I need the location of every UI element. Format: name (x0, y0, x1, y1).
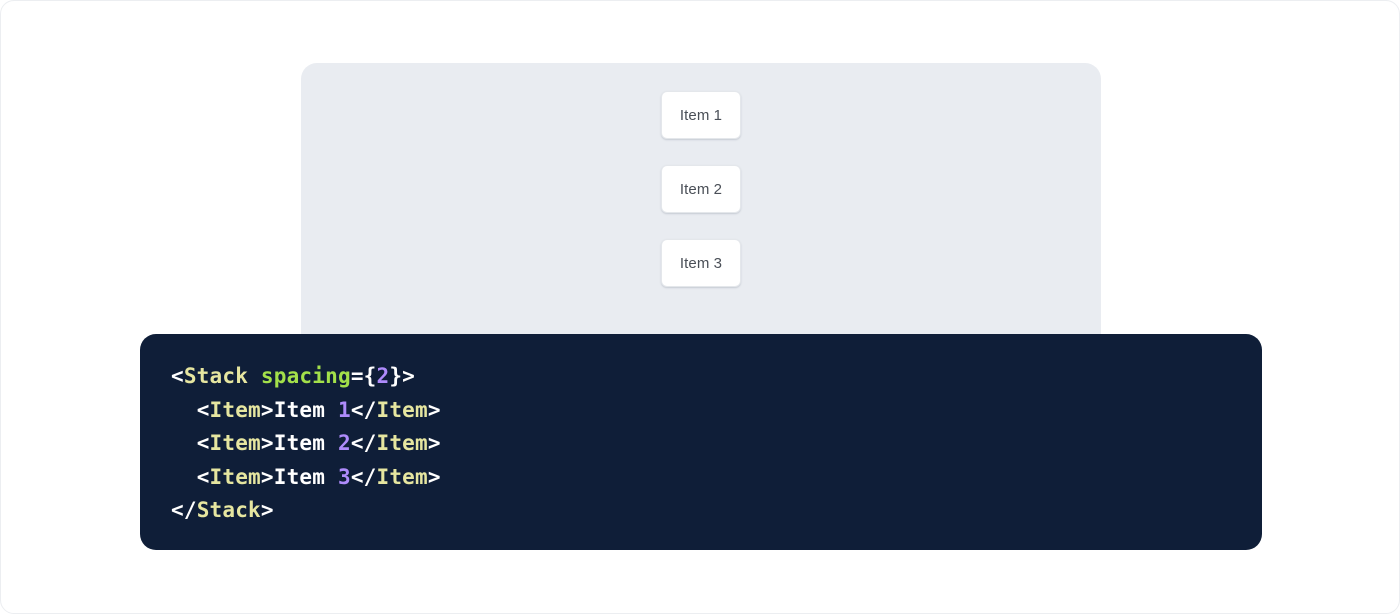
code-token-punct: > (427, 464, 441, 489)
code-token-punct: > (260, 397, 274, 422)
code-snippet-block[interactable]: <Stack spacing={2}> <Item>Item 1</Item> … (140, 334, 1262, 550)
code-token-number: 1 (337, 397, 351, 422)
stack-item-label: Item 1 (679, 106, 723, 124)
code-token-number: 3 (337, 464, 351, 489)
stack-container: Item 1 Item 2 Item 3 (301, 63, 1101, 287)
code-token-punct: > (260, 498, 274, 523)
code-token-tag: Stack (183, 364, 249, 388)
code-token-plain (248, 364, 261, 388)
code-token-punct: </ (350, 464, 377, 489)
code-token-punct: < (196, 431, 210, 456)
code-token-punct: > (260, 431, 274, 456)
code-token-punct: </ (350, 397, 377, 422)
code-token-punct: > (427, 431, 441, 456)
code-token-tag: Item (209, 431, 261, 456)
code-token-tag: Stack (196, 498, 261, 523)
code-token-tag: Item (209, 397, 261, 422)
code-snippet-text: <Stack spacing={2}> <Item>Item 1</Item> … (171, 360, 1262, 528)
code-token-punct: </ (171, 498, 197, 523)
code-token-text: Item (273, 397, 338, 422)
code-token-attr: spacing (260, 364, 351, 388)
code-token-text: Item (273, 464, 338, 489)
code-token-punct: ={ (350, 364, 377, 388)
code-token-punct: < (196, 397, 210, 422)
code-token-tag: Item (376, 431, 428, 456)
code-token-punct: </ (350, 431, 377, 456)
stack-item-label: Item 2 (679, 180, 723, 198)
stack-item[interactable]: Item 3 (661, 239, 741, 287)
code-token-tag: Item (376, 397, 428, 422)
code-token-number: 2 (337, 431, 351, 456)
code-token-punct: < (196, 464, 210, 489)
code-token-punct: < (171, 364, 184, 388)
stack-item-label: Item 3 (679, 254, 723, 272)
code-token-text: Item (273, 431, 338, 456)
stack-item[interactable]: Item 1 (661, 91, 741, 139)
code-token-number: 2 (376, 364, 390, 388)
code-token-tag: Item (209, 464, 261, 489)
code-token-punct: }> (389, 364, 416, 388)
stack-item[interactable]: Item 2 (661, 165, 741, 213)
code-token-tag: Item (376, 464, 428, 489)
code-token-punct: > (260, 464, 274, 489)
code-token-punct: > (427, 397, 441, 422)
preview-panel: Item 1 Item 2 Item 3 (301, 63, 1101, 353)
